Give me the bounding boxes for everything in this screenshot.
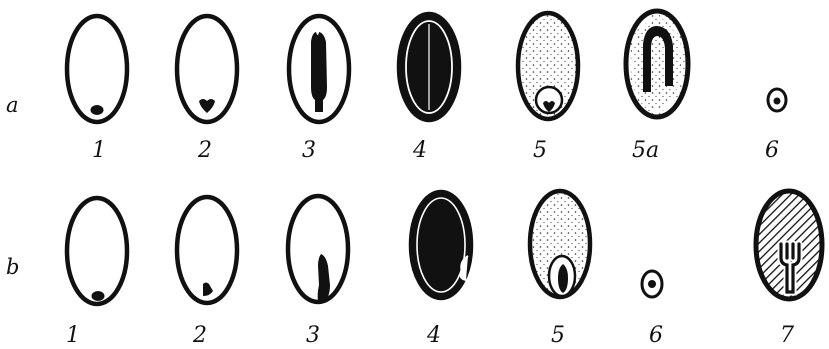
label-a2: 2 [197, 138, 212, 163]
seed-a1 [67, 16, 127, 122]
label-a5a: 5a [632, 138, 659, 163]
label-a1: 1 [92, 138, 106, 163]
label-b3: 3 [306, 323, 320, 348]
seed-b5 [530, 191, 590, 297]
label-b7: 7 [780, 323, 794, 348]
row-label-a: a [6, 93, 19, 117]
seed-b1 [67, 198, 127, 304]
seed-b7 [756, 191, 822, 299]
embryo-fork [781, 244, 799, 292]
row-label-b: b [6, 255, 19, 279]
label-a4: 4 [412, 138, 427, 163]
seed-a6 [768, 89, 786, 111]
embryo-dot [92, 291, 105, 301]
seed-a5 [518, 13, 578, 119]
label-b1: 1 [66, 323, 80, 348]
label-a3: 3 [302, 138, 316, 163]
seed-a5a [626, 11, 688, 117]
label-b6: 6 [649, 323, 663, 348]
seed-a4 [399, 14, 459, 120]
embryo-dot [91, 105, 104, 115]
seed-a3 [289, 16, 349, 122]
label-a5: 5 [533, 138, 547, 163]
seed-b2 [177, 197, 237, 303]
label-a6: 6 [765, 138, 779, 163]
seed-b4 [411, 192, 471, 298]
seed-b6 [642, 271, 662, 297]
seed-a2 [177, 16, 237, 122]
label-b5: 5 [551, 323, 565, 348]
label-b2: 2 [192, 323, 207, 348]
seed-b3 [288, 196, 348, 302]
label-b4: 4 [426, 323, 441, 348]
